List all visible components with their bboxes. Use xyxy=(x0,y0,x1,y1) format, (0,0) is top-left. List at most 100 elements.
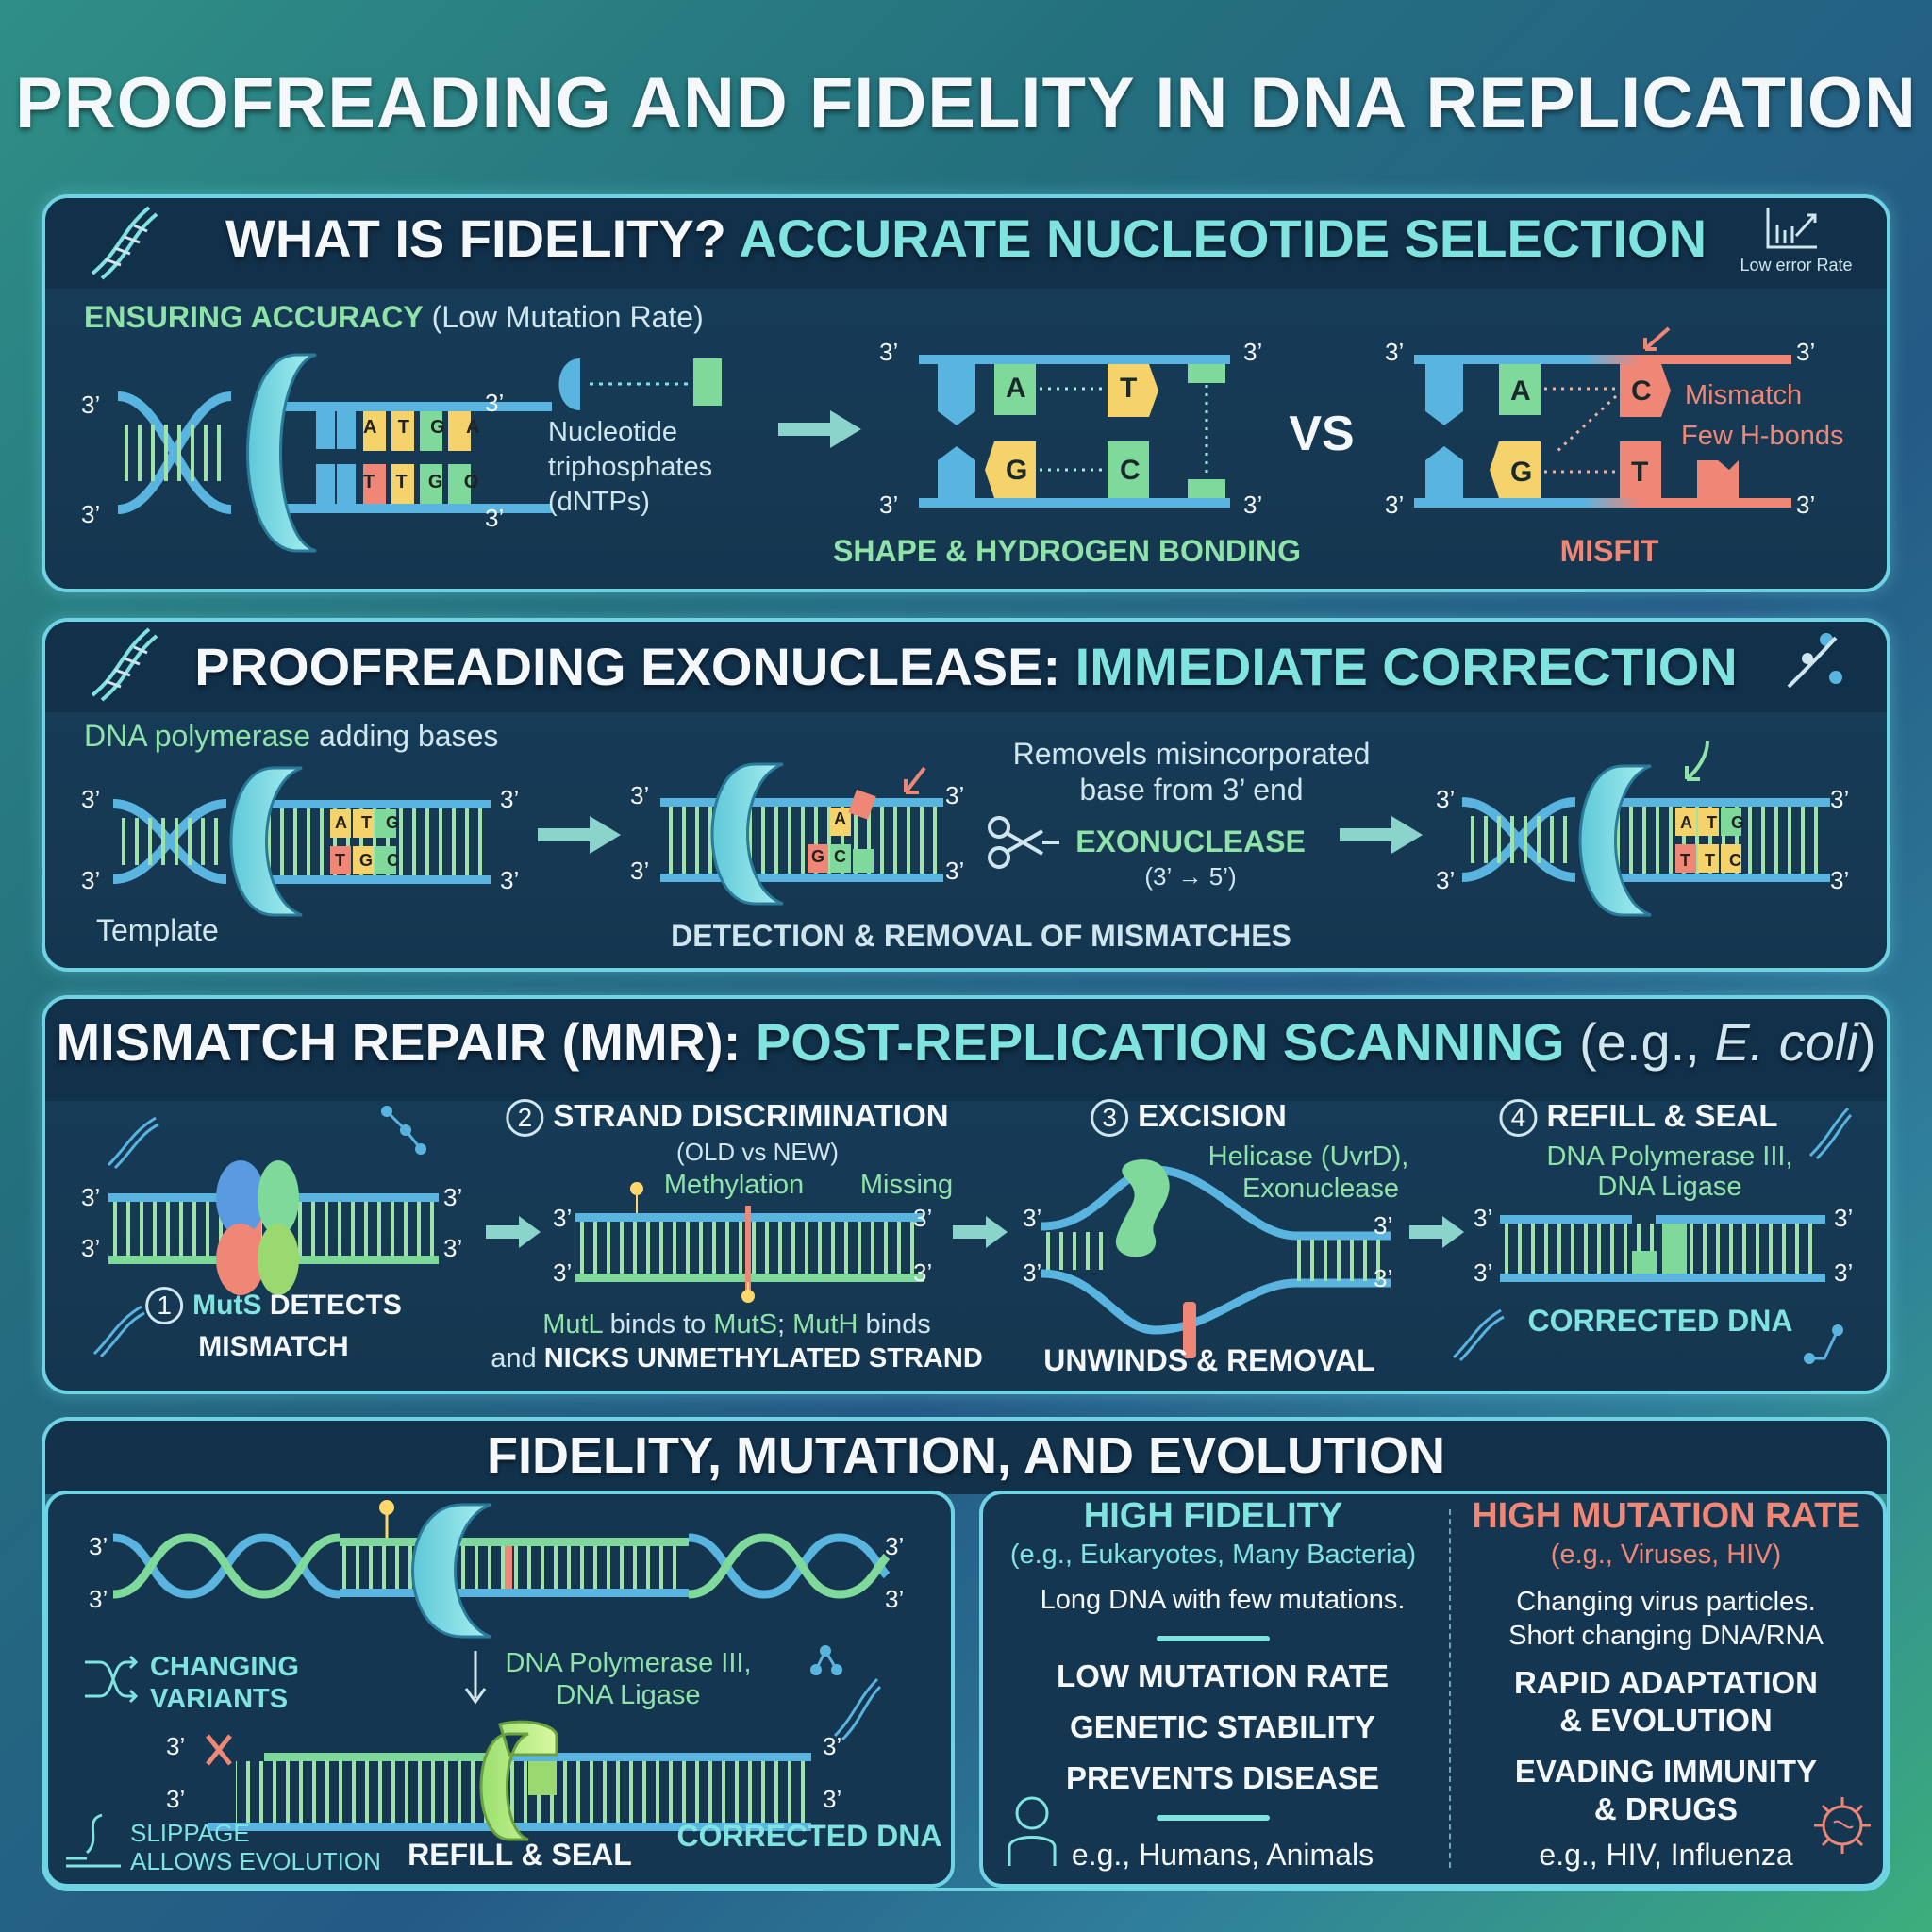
refill-seal-label: REFILL & SEAL xyxy=(408,1838,632,1872)
trait-rapid-adaptation: RAPID ADAPTATION& EVOLUTION xyxy=(1514,1664,1818,1740)
base: A xyxy=(465,417,480,438)
prime-label: 3’ xyxy=(1385,491,1405,519)
base: A xyxy=(1680,813,1692,832)
replication-helix-diagram xyxy=(112,1500,891,1639)
subtitle-bold: ENSURING ACCURACY xyxy=(84,300,424,334)
base-letters: T G C xyxy=(335,851,399,871)
high-mutation-description: Changing virus particles.Short changing … xyxy=(1508,1585,1824,1653)
line: EVADING IMMUNITY xyxy=(1514,1754,1818,1789)
fidelity-title: WHAT IS FIDELITY? ACCURATE NUCLEOTIDE SE… xyxy=(225,208,1707,269)
base-c: C xyxy=(1631,375,1652,407)
fidelity-header xyxy=(45,198,1887,289)
prime-label: 3’ xyxy=(630,781,650,809)
shuffle-icon xyxy=(85,1655,139,1704)
misfit-caption: MISFIT xyxy=(1559,534,1659,568)
title-example: (e.g., xyxy=(1579,1012,1715,1072)
top-base-slots xyxy=(316,411,471,504)
line: CHANGING xyxy=(150,1652,299,1682)
prime-label: 3’ xyxy=(81,391,101,419)
step-number: 2 xyxy=(506,1099,544,1137)
page-title: PROOFREADING AND FIDELITY IN DNA REPLICA… xyxy=(15,63,1917,143)
base-letters: T T G O xyxy=(363,472,478,493)
dna-helix-icon xyxy=(91,206,158,280)
line: RAPID ADAPTATION xyxy=(1513,1665,1819,1700)
base: G xyxy=(430,417,445,438)
fidelity-panel xyxy=(42,194,1890,592)
excision-diagram xyxy=(1041,1159,1391,1358)
evolution-title: FIDELITY, MUTATION, AND EVOLUTION xyxy=(487,1427,1445,1484)
base: A xyxy=(363,417,377,438)
base: T xyxy=(361,813,373,832)
prime-label: 3’ xyxy=(1436,785,1456,813)
base: G xyxy=(811,847,825,866)
line: SLIPPAGE xyxy=(130,1819,250,1847)
enzymes-label: DNA Polymerase III,DNA Ligase xyxy=(505,1647,751,1711)
high-mutation-title: HIGH MUTATION RATE xyxy=(1472,1496,1860,1536)
trait-genetic-stability: GENETIC STABILITY xyxy=(1070,1709,1375,1744)
prime-label: 3’ xyxy=(500,785,520,813)
evolution-right-subpanel xyxy=(979,1491,1887,1888)
refill-seal-diagram xyxy=(1500,1215,1825,1282)
base: G xyxy=(427,472,443,492)
corrected-dna-caption: CORRECTED DNA xyxy=(1527,1304,1793,1338)
dntp-line: Nucleotide xyxy=(548,417,678,447)
prime-label: 3’ xyxy=(1830,866,1850,894)
prime-label: 3’ xyxy=(1796,491,1816,519)
base: T xyxy=(1680,851,1690,870)
prime-label: 3’ xyxy=(1796,338,1816,366)
line: DNA Polymerase III, xyxy=(505,1648,752,1678)
trait-prevents-disease: PREVENTS DISEASE xyxy=(1066,1760,1379,1795)
exonuclease-label: EXONUCLEASE xyxy=(1075,824,1306,858)
old-vs-new: (OLD vs NEW) xyxy=(676,1138,839,1166)
prime-label: 3’ xyxy=(81,785,101,813)
evolution-header xyxy=(45,1421,1887,1494)
line: & DRUGS xyxy=(1593,1791,1739,1826)
text: ; xyxy=(776,1309,793,1340)
text: binds to xyxy=(602,1309,714,1340)
nicks-caption: and NICKS UNMETHYLATED STRAND xyxy=(491,1343,983,1374)
high-fidelity-examples: (e.g., Eukaryotes, Many Bacteria) xyxy=(1009,1540,1417,1570)
step-number: 4 xyxy=(1499,1099,1538,1137)
title-cyan: IMMEDIATE CORRECTION xyxy=(1074,637,1738,696)
base: C xyxy=(387,851,400,870)
prime-label: 3’ xyxy=(1243,491,1263,519)
few-h-bonds-line: Few H-bonds xyxy=(1681,421,1844,451)
divider xyxy=(1157,1815,1270,1821)
prime-label: 3’ xyxy=(485,504,505,532)
base: G xyxy=(386,813,400,832)
base-g: G xyxy=(1510,457,1533,488)
trait-evading-immunity: EVADING IMMUNITY& DRUGS xyxy=(1515,1753,1817,1828)
evolution-panel xyxy=(42,1417,1890,1891)
prime-label: 3’ xyxy=(166,1732,186,1760)
polymerase-rest: adding bases xyxy=(318,719,499,753)
base-c: C xyxy=(1120,455,1141,486)
prime-label: 3’ xyxy=(1830,785,1850,813)
molecule-icon xyxy=(1804,1324,1843,1364)
line: DNA Ligase xyxy=(556,1680,701,1710)
removes-line: Removels misincorporated xyxy=(1012,737,1371,771)
text: binds xyxy=(858,1309,931,1340)
molecule-dna-icon xyxy=(1787,633,1842,689)
arrow-right-icon xyxy=(486,1216,541,1248)
prime-label: 3’ xyxy=(1436,866,1456,894)
step-title-line2: MISMATCH xyxy=(198,1331,349,1362)
detection-caption: DETECTION & REMOVAL OF MISMATCHES xyxy=(671,919,1291,953)
title-white: PROOFREADING EXONUCLEASE: xyxy=(194,637,1061,696)
dntp-line: triphosphates xyxy=(548,452,713,482)
base-letters: T T C xyxy=(1680,851,1741,871)
methylation-label: Methylation xyxy=(663,1170,805,1200)
step-title: DETECTS xyxy=(269,1290,402,1321)
prime-label: 3’ xyxy=(1023,1204,1042,1232)
polymerase-adding-diagram xyxy=(112,766,491,917)
prime-label: 3’ xyxy=(553,1258,573,1287)
base-a: A xyxy=(1510,375,1531,407)
title-close: ) xyxy=(1857,1012,1876,1072)
arrow-down-icon xyxy=(464,1651,487,1705)
prime-label: 3’ xyxy=(1023,1258,1042,1287)
line: Short changing DNA/RNA xyxy=(1508,1621,1824,1651)
polymerase-label: DNA Polymerase III, xyxy=(1546,1141,1793,1172)
arrow-right-icon xyxy=(778,410,861,448)
prime-label: 3’ xyxy=(945,781,965,809)
muts-binding-diagram xyxy=(108,1160,439,1295)
